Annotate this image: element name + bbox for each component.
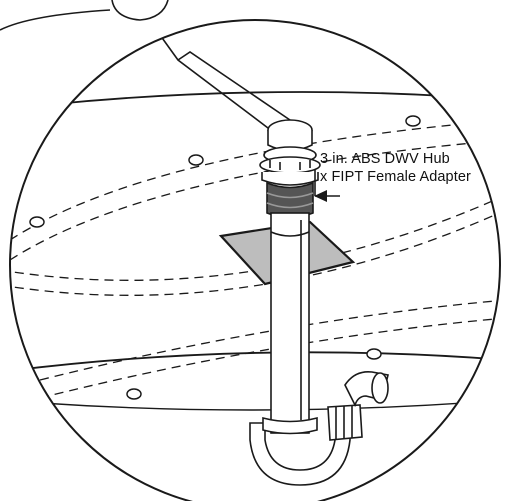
tub-bottom-curve [10,399,500,411]
p-trap [249,370,389,486]
bolt-holes [29,115,421,400]
drain-stopper [259,119,321,186]
callout-arrow [314,170,340,202]
dashed-band-2 [10,139,500,261]
detail-origin-circle [111,0,169,21]
drain-pipe [270,212,310,434]
dashed-band-1 [10,119,500,241]
overflow-channel [159,34,291,129]
callout-line-2: x FIPT Female Adapter [320,169,471,185]
adapter-callout: 3 in. ABS DWV Hub x FIPT Female Adapter [320,150,500,186]
dashed-band-4 [10,209,500,296]
tub-edge-lower [10,351,500,373]
outer-tub-arc [0,9,111,31]
callout-line-1: 3 in. ABS DWV Hub [320,151,450,167]
detail-circle [9,19,501,501]
dashed-band-3 [10,194,500,281]
female-adapter [266,181,314,219]
